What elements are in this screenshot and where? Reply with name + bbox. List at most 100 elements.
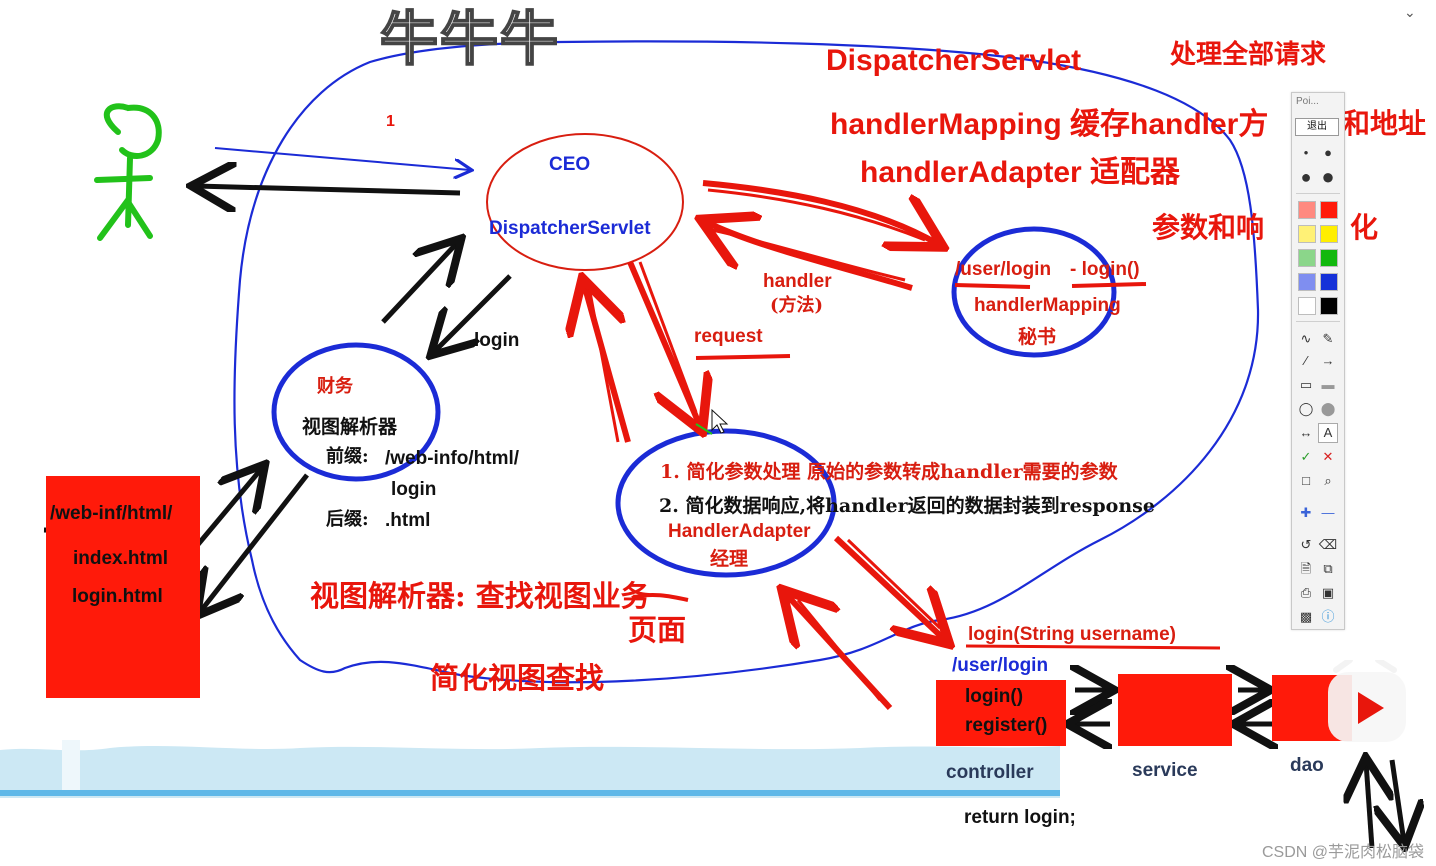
arrow-tool-icon[interactable]: → xyxy=(1321,353,1335,368)
controller-box xyxy=(936,680,1066,746)
arrow-adapter-to-ceo xyxy=(584,284,631,443)
adapter-role: 经理 xyxy=(710,548,749,570)
adapter-step2: 2. 简化数据响应,将handler返回的数据封装到response xyxy=(659,495,1155,517)
arrow-vr-to-ceo xyxy=(381,242,458,324)
controller-label: controller xyxy=(946,762,1034,783)
layer-path: /user/login xyxy=(952,655,1049,676)
cross-icon[interactable]: ✕ xyxy=(1322,449,1334,464)
color-green[interactable] xyxy=(1320,249,1338,267)
zoom-area-icon[interactable]: ⌕ xyxy=(1324,473,1332,488)
arrow-mapping-to-ceo xyxy=(706,222,913,291)
layer-method: login(String username) xyxy=(968,624,1176,645)
files-box xyxy=(46,476,200,698)
vr-prefix-value: /web-info/html/ xyxy=(385,448,520,469)
mapping-method: - login() xyxy=(1070,259,1140,280)
pen-small-icon[interactable]: • xyxy=(1303,145,1309,160)
bottom-strip xyxy=(0,740,1060,798)
undo-icon[interactable]: ↺ xyxy=(1300,537,1312,552)
note-mapping-tail: 和地址 xyxy=(1342,107,1427,140)
file-login: login.html xyxy=(72,586,163,607)
label-login: login xyxy=(474,330,520,351)
vr-suffix-value: .html xyxy=(385,510,431,531)
label-handler: handler xyxy=(763,271,832,292)
play-button-icon[interactable] xyxy=(1326,657,1408,744)
arrow-ceo-to-vr xyxy=(434,274,512,352)
arrow-request-in xyxy=(214,147,470,170)
double-arrow-icon[interactable]: ↔ xyxy=(1299,425,1313,440)
return-statement: return login; xyxy=(964,807,1076,828)
mapping-role: 秘书 xyxy=(1018,326,1057,348)
toolbar-title: Poi... xyxy=(1296,96,1319,107)
file-index: index.html xyxy=(73,548,169,569)
pen-large-icon[interactable]: ● xyxy=(1300,167,1312,187)
arrow-vr-to-files xyxy=(200,473,309,612)
info-icon[interactable]: ⓘ xyxy=(1321,609,1335,624)
text-tool-icon[interactable]: A xyxy=(1318,423,1338,443)
note-mapping: handlerMapping 缓存handler方 xyxy=(830,108,1269,141)
toolbar-exit-button[interactable]: 退出 xyxy=(1295,118,1339,136)
freehand-icon[interactable]: ∿ xyxy=(1300,331,1312,346)
crop-icon[interactable]: □ xyxy=(1302,473,1310,488)
label-request: request xyxy=(694,326,763,347)
filled-rectangle-icon[interactable]: ▬ xyxy=(1321,377,1335,392)
color-red-light[interactable] xyxy=(1298,201,1316,219)
note-adapter: handlerAdapter 适配器 xyxy=(860,156,1181,189)
copy-icon[interactable]: ⧉ xyxy=(1323,561,1333,576)
check-icon[interactable]: ✓ xyxy=(1300,449,1312,464)
color-green-light[interactable] xyxy=(1298,249,1316,267)
color-black[interactable] xyxy=(1320,297,1338,315)
color-yellow-light[interactable] xyxy=(1298,225,1316,243)
chevron-down-icon[interactable]: ⌄ xyxy=(1404,4,1416,20)
print-icon[interactable]: ⎙ xyxy=(1300,585,1312,600)
note-dispatcher: DispatcherServlet xyxy=(826,44,1082,77)
vr-view-name: login xyxy=(391,479,437,500)
highlighter-icon[interactable]: ✎ xyxy=(1322,331,1334,346)
arrow-response-out xyxy=(196,186,461,193)
arrow-ceo-to-adapter xyxy=(627,260,700,426)
mapping-name: handlerMapping xyxy=(974,295,1121,316)
color-blue[interactable] xyxy=(1320,273,1338,291)
ceo-role: CEO xyxy=(549,154,591,175)
pen-medium-icon[interactable]: ● xyxy=(1324,145,1332,160)
note-view-resolver: 视图解析器: 查找视图业务 xyxy=(310,579,650,613)
service-label: service xyxy=(1132,760,1198,781)
label-one: 1 xyxy=(386,113,395,130)
vr-prefix-label: 前缀: xyxy=(326,446,369,467)
screen-icon[interactable]: ▩ xyxy=(1299,609,1313,624)
note-view-resolver-2: 页面 xyxy=(628,613,687,647)
pen-xlarge-icon[interactable]: ● xyxy=(1321,164,1335,189)
watermark: CSDN @芋泥肉松脑袋 xyxy=(1261,844,1424,861)
new-page-icon[interactable]: 🗎 xyxy=(1300,561,1312,576)
service-box xyxy=(1118,674,1232,746)
page-title: 牛牛牛 xyxy=(379,5,561,73)
mapping-path: /user/login xyxy=(955,259,1052,280)
note-simplify: 简化视图查找 xyxy=(430,661,605,695)
controller-method-register: register() xyxy=(965,715,1048,736)
rectangle-icon[interactable]: ▭ xyxy=(1299,377,1313,392)
dao-label: dao xyxy=(1290,755,1324,776)
color-blue-light[interactable] xyxy=(1298,273,1316,291)
filled-ellipse-icon[interactable]: ⬤ xyxy=(1320,401,1336,416)
save-icon[interactable]: ▣ xyxy=(1321,585,1335,600)
vr-role: 财务 xyxy=(317,376,353,397)
line-icon[interactable]: ∕ xyxy=(1304,353,1308,368)
vr-suffix-label: 后缀: xyxy=(326,509,369,530)
cursor-icon xyxy=(711,408,729,434)
handler-adapter-circle xyxy=(615,428,837,578)
adapter-step1: 1. 简化参数处理 原始的参数转成handler需要的参数 xyxy=(660,461,1118,483)
zoom-out-icon[interactable]: — xyxy=(1321,505,1335,520)
stick-figure-icon xyxy=(94,103,162,241)
drawing-toolbar: Poi... 退出 • ● ● ● ∿ ✎ ∕ → ▭ ▬ ◯ ⬤ ↔ A ✓ … xyxy=(1291,92,1345,630)
arrow-ceo-to-mapping xyxy=(702,180,938,244)
color-white[interactable] xyxy=(1298,297,1316,315)
note-params: 参数和响 xyxy=(1152,211,1265,244)
arrow-adapter-to-controller xyxy=(833,535,945,640)
trash-icon[interactable]: ⌫ xyxy=(1318,537,1338,552)
ellipse-icon[interactable]: ◯ xyxy=(1298,401,1314,416)
zoom-in-icon[interactable]: ✚ xyxy=(1300,505,1312,520)
view-resolver-circle xyxy=(271,342,441,482)
color-yellow[interactable] xyxy=(1320,225,1338,243)
note-dispatcher-desc: 处理全部请求 xyxy=(1170,40,1327,70)
color-red[interactable] xyxy=(1320,201,1338,219)
